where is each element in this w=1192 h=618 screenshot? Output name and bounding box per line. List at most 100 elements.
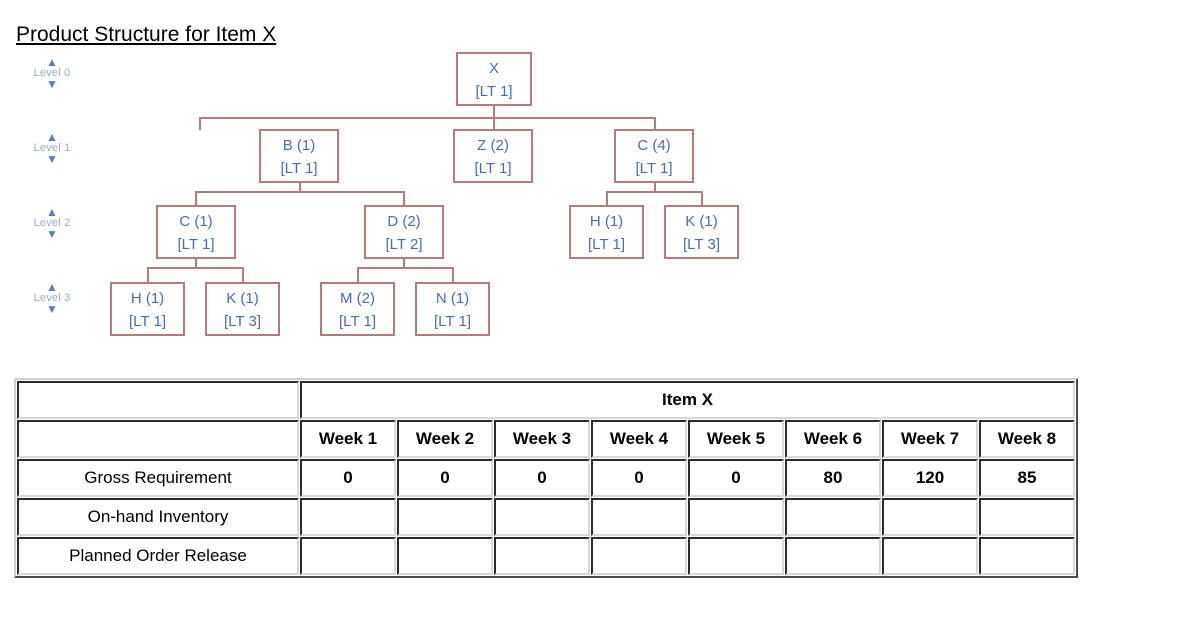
cell-gross-requirement-week-3[interactable]: 0	[494, 459, 590, 497]
node-leadtime: [LT 1]	[474, 160, 512, 177]
cell-gross-requirement-week-6[interactable]: 80	[785, 459, 881, 497]
node-m[interactable]: M (2) [LT 1]	[320, 282, 395, 336]
cell-on-hand-inventory-week-3[interactable]	[494, 498, 590, 536]
column-header-week-5: Week 5	[688, 420, 784, 458]
node-leadtime: [LT 3]	[683, 236, 720, 253]
item-title-cell: Item X	[300, 381, 1075, 419]
connector-c1-bus	[147, 267, 243, 269]
connector-to-k2	[701, 191, 703, 205]
node-name: C (1)	[179, 213, 213, 230]
cell-planned-order-release-week-7[interactable]	[882, 537, 978, 575]
arrow-down-icon: ▼	[46, 302, 58, 316]
connector-d-down	[403, 258, 405, 268]
connector-to-c1	[195, 191, 197, 205]
node-name: K (1)	[226, 290, 259, 307]
node-c1[interactable]: C (1) [LT 1]	[156, 205, 236, 259]
node-k1[interactable]: K (1) [LT 3]	[205, 282, 280, 336]
cell-planned-order-release-week-6[interactable]	[785, 537, 881, 575]
connector-b-down	[299, 181, 301, 192]
cell-planned-order-release-week-3[interactable]	[494, 537, 590, 575]
cell-planned-order-release-week-2[interactable]	[397, 537, 493, 575]
mrp-table: Item X Week 1 Week 2 Week 3 Week 4 Week …	[14, 378, 1078, 578]
product-structure-tree: ▲ Level 0 ▼ ▲ Level 1 ▼ ▲ Level 2 ▼ ▲ Le…	[6, 52, 739, 336]
table-row-title: Item X	[17, 381, 1075, 419]
arrow-up-icon: ▲	[46, 280, 58, 294]
cell-on-hand-inventory-week-4[interactable]	[591, 498, 687, 536]
node-leadtime: [LT 1]	[280, 160, 318, 177]
node-leadtime: [LT 1]	[588, 236, 625, 253]
node-x[interactable]: X [LT 1]	[456, 52, 532, 106]
cell-gross-requirement-week-4[interactable]: 0	[591, 459, 687, 497]
node-name: X	[488, 60, 499, 77]
level-ruler-1: ▲ Level 1 ▼	[6, 131, 98, 165]
column-header-week-4: Week 4	[591, 420, 687, 458]
row-label-gross-requirement: Gross Requirement	[17, 459, 299, 497]
node-name: H (1)	[589, 213, 624, 230]
node-leadtime: [LT 1]	[129, 313, 166, 330]
node-leadtime: [LT 1]	[339, 313, 376, 330]
cell-planned-order-release-week-4[interactable]	[591, 537, 687, 575]
level-ruler-0: ▲ Level 0 ▼	[6, 56, 98, 91]
cell-planned-order-release-week-1[interactable]	[300, 537, 396, 575]
cell-gross-requirement-week-5[interactable]: 0	[688, 459, 784, 497]
connector-c4-down	[654, 181, 656, 192]
level-label: Level 3	[33, 292, 71, 304]
node-b[interactable]: B (1) [LT 1]	[259, 129, 339, 183]
cell-on-hand-inventory-week-5[interactable]	[688, 498, 784, 536]
cell-planned-order-release-week-8[interactable]	[979, 537, 1075, 575]
cell-on-hand-inventory-week-2[interactable]	[397, 498, 493, 536]
column-header-week-3: Week 3	[494, 420, 590, 458]
connector-d-bus	[357, 267, 453, 269]
cell-on-hand-inventory-week-7[interactable]	[882, 498, 978, 536]
row-label-planned-order-release: Planned Order Release	[17, 537, 299, 575]
table-row-header: Week 1 Week 2 Week 3 Week 4 Week 5 Week …	[17, 420, 1075, 458]
row-label-on-hand-inventory: On-hand Inventory	[17, 498, 299, 536]
node-leadtime: [LT 1]	[635, 160, 673, 177]
connector-to-b	[199, 117, 201, 130]
node-z[interactable]: Z (2) [LT 1]	[453, 129, 533, 183]
node-h1[interactable]: H (1) [LT 1]	[110, 282, 185, 336]
column-header-week-6: Week 6	[785, 420, 881, 458]
level-label: Level 2	[33, 217, 71, 229]
connector-to-c4	[654, 117, 656, 130]
connector-c4-bus	[606, 191, 702, 193]
connector-b-bus	[195, 191, 405, 193]
node-d[interactable]: D (2) [LT 2]	[364, 205, 444, 259]
connector-x-down	[493, 105, 495, 118]
arrow-up-icon: ▲	[46, 205, 58, 219]
node-leadtime: [LT 1]	[177, 236, 215, 253]
node-name: H (1)	[130, 290, 165, 307]
corner-cell-empty	[17, 381, 299, 419]
node-leadtime: [LT 1]	[475, 83, 513, 100]
level-label: Level 1	[33, 142, 71, 154]
cell-on-hand-inventory-week-6[interactable]	[785, 498, 881, 536]
node-leadtime: [LT 1]	[434, 313, 471, 330]
table-row: Gross Requirement 0 0 0 0 0 80 120 85	[17, 459, 1075, 497]
cell-gross-requirement-week-1[interactable]: 0	[300, 459, 396, 497]
node-c4[interactable]: C (4) [LT 1]	[614, 129, 694, 183]
connector-to-m	[357, 267, 359, 282]
table-row: On-hand Inventory	[17, 498, 1075, 536]
column-header-week-1: Week 1	[300, 420, 396, 458]
node-k2[interactable]: K (1) [LT 3]	[664, 205, 739, 259]
cell-on-hand-inventory-week-1[interactable]	[300, 498, 396, 536]
cell-on-hand-inventory-week-8[interactable]	[979, 498, 1075, 536]
level-ruler-2: ▲ Level 2 ▼	[6, 205, 98, 241]
node-h2[interactable]: H (1) [LT 1]	[569, 205, 644, 259]
cell-gross-requirement-week-2[interactable]: 0	[397, 459, 493, 497]
header-corner-cell-empty	[17, 420, 299, 458]
cell-gross-requirement-week-7[interactable]: 120	[882, 459, 978, 497]
connector-c1-down	[195, 258, 197, 268]
node-name: N (1)	[435, 290, 470, 307]
node-name: K (1)	[685, 213, 718, 230]
page-title: Product Structure for Item X	[16, 23, 277, 46]
arrow-down-icon: ▼	[46, 227, 58, 241]
arrow-down-icon: ▼	[46, 77, 58, 91]
cell-gross-requirement-week-8[interactable]: 85	[979, 459, 1075, 497]
connector-to-d	[403, 191, 405, 205]
connector-to-z	[493, 117, 495, 130]
node-name: B (1)	[282, 137, 316, 154]
node-n[interactable]: N (1) [LT 1]	[415, 282, 490, 336]
node-name: D (2)	[387, 213, 421, 230]
cell-planned-order-release-week-5[interactable]	[688, 537, 784, 575]
